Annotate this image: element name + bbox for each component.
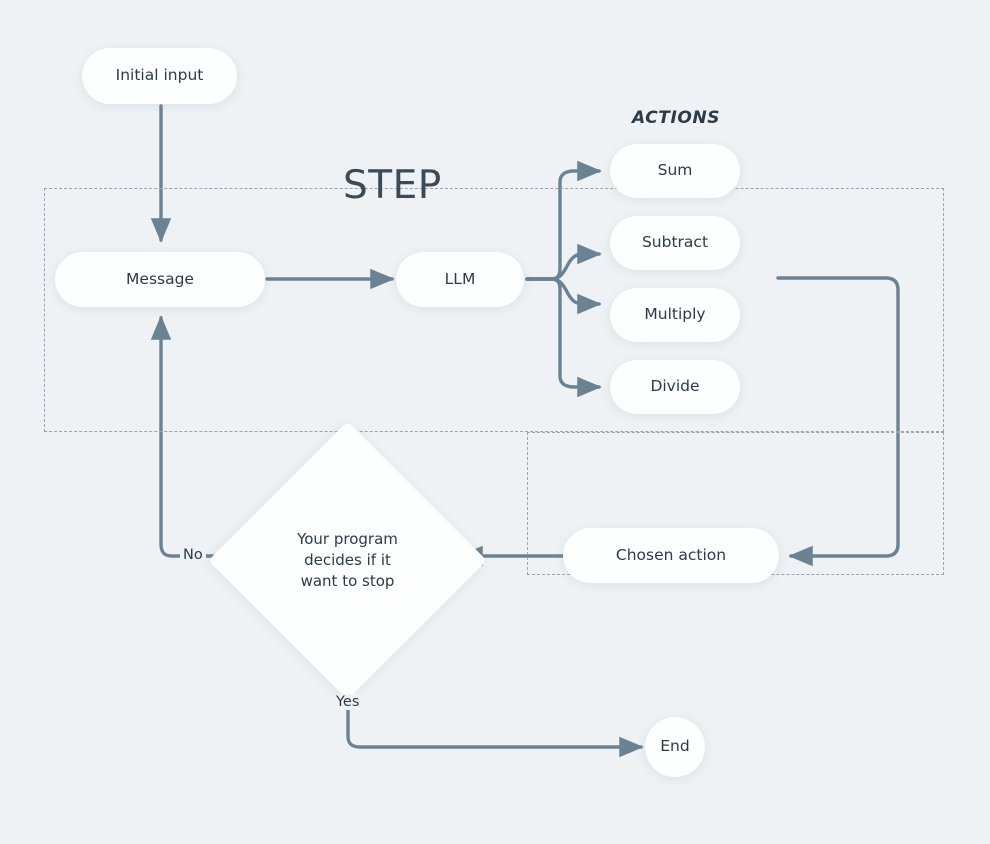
step-group-box — [44, 188, 944, 432]
node-action-subtract[interactable]: Subtract — [610, 216, 740, 270]
node-action-multiply[interactable]: Multiply — [610, 288, 740, 342]
edge-actions-to-chosen — [776, 276, 900, 567]
decision-label-line-2: decides if it — [304, 550, 391, 569]
edge-label-no: No — [180, 547, 206, 563]
decision-label: Your program decides if it want to stop — [273, 529, 423, 593]
node-initial-input[interactable]: Initial input — [82, 48, 237, 104]
edge-label-yes: Yes — [333, 694, 363, 710]
edge-llm-to-divide — [525, 277, 602, 398]
node-end[interactable]: End — [645, 717, 705, 777]
decision-label-line-3: want to stop — [300, 572, 395, 591]
actions-caption: ACTIONS — [632, 108, 721, 128]
step-caption: STEP — [343, 163, 442, 208]
node-decision[interactable]: Your program decides if it want to stop — [208, 421, 487, 700]
node-action-sum[interactable]: Sum — [610, 144, 740, 198]
edge-decision-no-to-message — [150, 315, 234, 558]
decision-label-line-1: Your program — [297, 529, 398, 548]
node-chosen-action[interactable]: Chosen action — [563, 528, 779, 583]
node-llm[interactable]: LLM — [396, 252, 524, 307]
node-action-divide[interactable]: Divide — [610, 360, 740, 414]
node-message[interactable]: Message — [55, 252, 265, 307]
edge-decision-yes-to-end — [346, 653, 644, 758]
